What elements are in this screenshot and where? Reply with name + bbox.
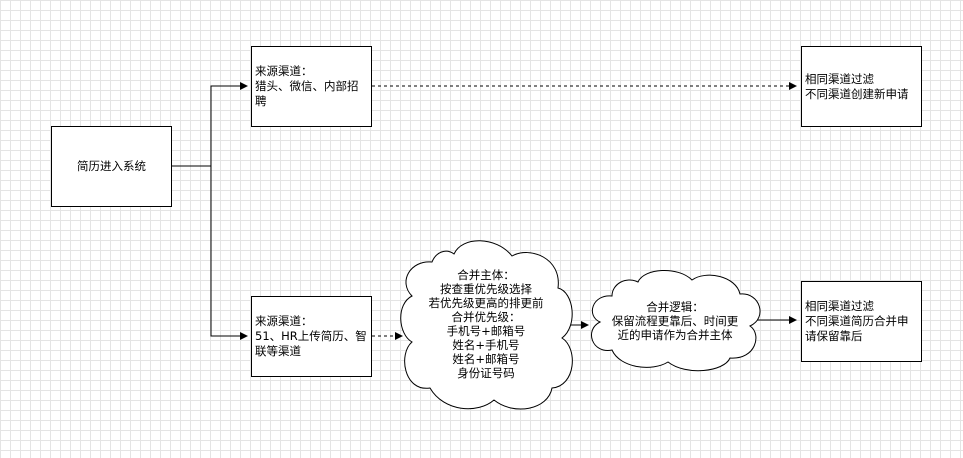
merge-subject-text: 合并主体： 按查重优先级选择 若优先级更高的排更前 合并优先级： 手机号+邮箱号… xyxy=(428,268,544,380)
result-a-node: 相同渠道过滤 不同渠道创建新申请 xyxy=(801,46,922,127)
merge-subject-cloud xyxy=(400,240,573,410)
merge-logic-cloud xyxy=(590,269,761,372)
merge-logic-text: 合并逻辑： 保留流程更靠后、时间更 近的申请作为合并主体 xyxy=(611,300,739,342)
channel-b-label: 来源渠道： 51、HR上传简历、智 联等渠道 xyxy=(255,314,367,358)
result-a-label: 相同渠道过滤 不同渠道创建新申请 xyxy=(805,71,909,101)
result-b-label: 相同渠道过滤 不同渠道简历合并申 请保留靠后 xyxy=(805,299,909,343)
entry-node-label: 简历进入系统 xyxy=(77,159,146,173)
edge-entry-to-channel-b xyxy=(210,166,248,340)
edge-entry-to-channel-a xyxy=(171,82,248,167)
channel-a-label: 来源渠道： 猎头、微信、内部招 聘 xyxy=(255,64,359,108)
result-b-node: 相同渠道过滤 不同渠道简历合并申 请保留靠后 xyxy=(801,281,922,362)
channel-a-node: 来源渠道： 猎头、微信、内部招 聘 xyxy=(251,46,372,127)
entry-node: 简历进入系统 xyxy=(51,126,172,207)
channel-b-node: 来源渠道： 51、HR上传简历、智 联等渠道 xyxy=(251,296,372,377)
